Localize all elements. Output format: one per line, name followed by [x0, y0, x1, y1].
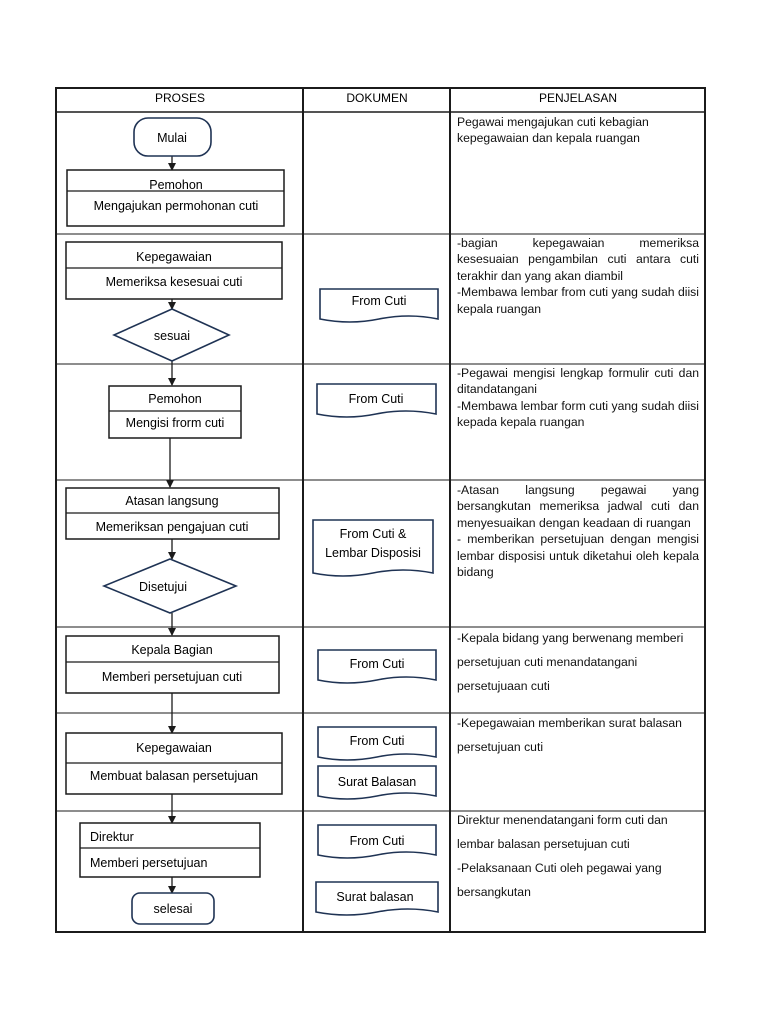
document-shape-2: From Cuti [319, 288, 439, 323]
explanation-row-2: -bagian kepegawaian memeriksa kesesuaian… [457, 235, 699, 317]
process-6-action: Membuat balasan persetujuan [90, 769, 258, 783]
process-3-actor: Pemohon [148, 392, 202, 406]
explanation-5-p1: -Kepala bidang yang berwenang memberi pe… [457, 631, 684, 693]
process-7-action: Memberi persetujuan [90, 856, 207, 870]
explanation-2-p2: -Membawa lembar from cuti yang sudah dii… [457, 285, 699, 316]
document-shape-7b: Surat balasan [315, 881, 439, 916]
end-terminator: selesai [131, 892, 215, 925]
document-4-label-line2: Lembar Disposisi [325, 546, 421, 560]
explanation-2-p1: -bagian kepegawaian memeriksa kesesuaian… [457, 236, 699, 283]
decision-2-label: Disetujui [139, 580, 187, 594]
header-dokumen: DOKUMEN [346, 91, 407, 105]
process-box-7: Direktur Memberi persetujuan [79, 822, 261, 878]
document-shape-3: From Cuti [316, 383, 437, 418]
document-6a-label: From Cuti [350, 734, 405, 748]
document-7a-label: From Cuti [350, 834, 405, 848]
process-2-actor: Kepegawaian [136, 250, 212, 264]
process-box-2: Kepegawaian Memeriksa kesesuai cuti [65, 241, 283, 300]
process-1-actor: Pemohon [149, 178, 203, 192]
process-box-6: Kepegawaian Membuat balasan persetujuan [65, 732, 283, 795]
process-7-actor: Direktur [90, 830, 134, 844]
document-shape-7a: From Cuti [317, 824, 437, 859]
explanation-6-p1: -Kepegawaian memberikan surat balasan pe… [457, 716, 682, 754]
explanation-row-5: -Kepala bidang yang berwenang memberi pe… [457, 626, 699, 698]
document-6b-label: Surat Balasan [338, 775, 417, 789]
document-3-label: From Cuti [349, 392, 404, 406]
process-box-3: Pemohon Mengisi frorm cuti [108, 385, 242, 439]
explanation-row-3: -Pegawai mengisi lengkap formulir cuti d… [457, 365, 699, 431]
explanation-row-1: Pegawai mengajukan cuti kebagian kepegaw… [457, 114, 699, 147]
start-terminator: Mulai [133, 117, 212, 157]
table-grid [55, 87, 706, 933]
document-7b-label: Surat balasan [336, 890, 413, 904]
process-box-1: Pemohon Mengajukan permohonan cuti [66, 169, 285, 227]
decision-1-label: sesuai [154, 329, 190, 343]
end-label: selesai [154, 902, 193, 916]
document-shape-6a: From Cuti [317, 726, 437, 761]
document-2-label: From Cuti [352, 294, 407, 308]
flow-connectors [166, 156, 176, 894]
explanation-row-6: -Kepegawaian memberikan surat balasan pe… [457, 711, 699, 759]
process-6-actor: Kepegawaian [136, 741, 212, 755]
start-label: Mulai [157, 131, 187, 145]
explanation-1-p1: Pegawai mengajukan cuti kebagian kepegaw… [457, 115, 649, 146]
decision-diamond-2: Disetujui [101, 558, 239, 614]
process-4-actor: Atasan langsung [125, 494, 218, 508]
explanation-4-p1: -Atasan langsung pegawai yang bersangkut… [457, 483, 699, 530]
process-1-action: Mengajukan permohonan cuti [94, 199, 259, 213]
document-shape-5: From Cuti [317, 649, 437, 684]
document-4-label-line1: From Cuti & [340, 527, 407, 541]
document-shape-6b: Surat Balasan [317, 765, 437, 800]
process-5-actor: Kepala Bagian [131, 643, 212, 657]
explanation-3-p2: -Membawa lembar form cuti yang sudah dii… [457, 398, 699, 430]
explanation-row-4: -Atasan langsung pegawai yang bersangkut… [457, 482, 699, 580]
decision-diamond-1: sesuai [112, 308, 231, 362]
process-4-action: Memeriksan pengajuan cuti [96, 520, 249, 534]
process-2-action: Memeriksa kesesuai cuti [106, 275, 243, 289]
explanation-3-p1: -Pegawai mengisi lengkap formulir cuti d… [457, 366, 699, 397]
document-shape-4: From Cuti & Lembar Disposisi [312, 519, 434, 577]
process-5-action: Memberi persetujuan cuti [102, 670, 242, 684]
explanation-row-7: Direktur menendatangani form cuti dan le… [457, 808, 699, 904]
header-penjelasan: PENJELASAN [539, 91, 617, 105]
explanation-7-p1: Direktur menendatangani form cuti dan le… [457, 813, 668, 851]
explanation-4-p2: - memberikan persetujuan dengan mengisi … [457, 532, 699, 580]
document-5-label: From Cuti [350, 657, 405, 671]
process-box-4: Atasan langsung Memeriksan pengajuan cut… [65, 487, 280, 540]
explanation-7-p2: -Pelaksanaan Cuti oleh pegawai yang bers… [457, 861, 662, 899]
process-box-5: Kepala Bagian Memberi persetujuan cuti [65, 635, 280, 694]
process-3-action: Mengisi frorm cuti [126, 416, 225, 430]
header-proses: PROSES [155, 91, 205, 105]
